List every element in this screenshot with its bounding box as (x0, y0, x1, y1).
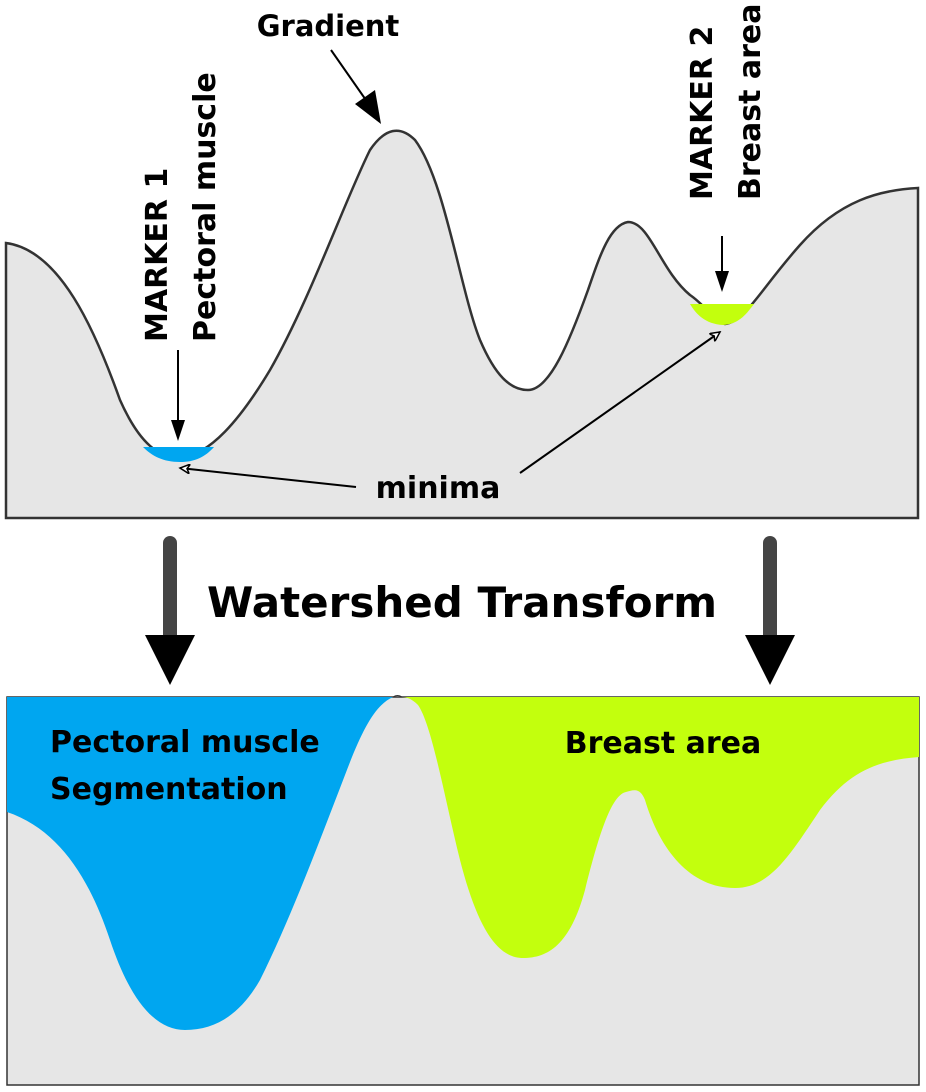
top-terrain-panel (4, 129, 920, 520)
marker1-pool (143, 447, 214, 462)
marker2-down-arrow (715, 236, 729, 292)
minima-arrow-left (180, 468, 357, 488)
gradient-label: Gradient (257, 9, 400, 43)
bottom-terrain-divider (392, 695, 403, 698)
marker2-subtitle: Breast area (733, 3, 768, 200)
gradient-arrow (330, 49, 381, 124)
marker2-pool (690, 304, 754, 325)
breast-region (402, 697, 919, 958)
marker2-title: MARKER 2 (685, 26, 720, 200)
pectoral-region (7, 697, 393, 1030)
breast-area-label: Breast area (565, 726, 762, 761)
minima-label: minima (376, 471, 501, 506)
marker1-down-arrow (171, 350, 185, 441)
bottom-segmentation-panel (6, 695, 920, 1086)
transform-arrow-left (145, 536, 195, 685)
pectoral-segmentation-line1: Pectoral muscle (50, 725, 320, 760)
pectoral-segmentation-line2: Segmentation (50, 772, 288, 807)
marker1-subtitle: Pectoral muscle (188, 72, 223, 342)
minima-arrow-right (519, 332, 720, 474)
transform-arrow-right (745, 536, 795, 685)
watershed-transform-label: Watershed Transform (207, 578, 717, 627)
marker1-title: MARKER 1 (140, 168, 175, 342)
